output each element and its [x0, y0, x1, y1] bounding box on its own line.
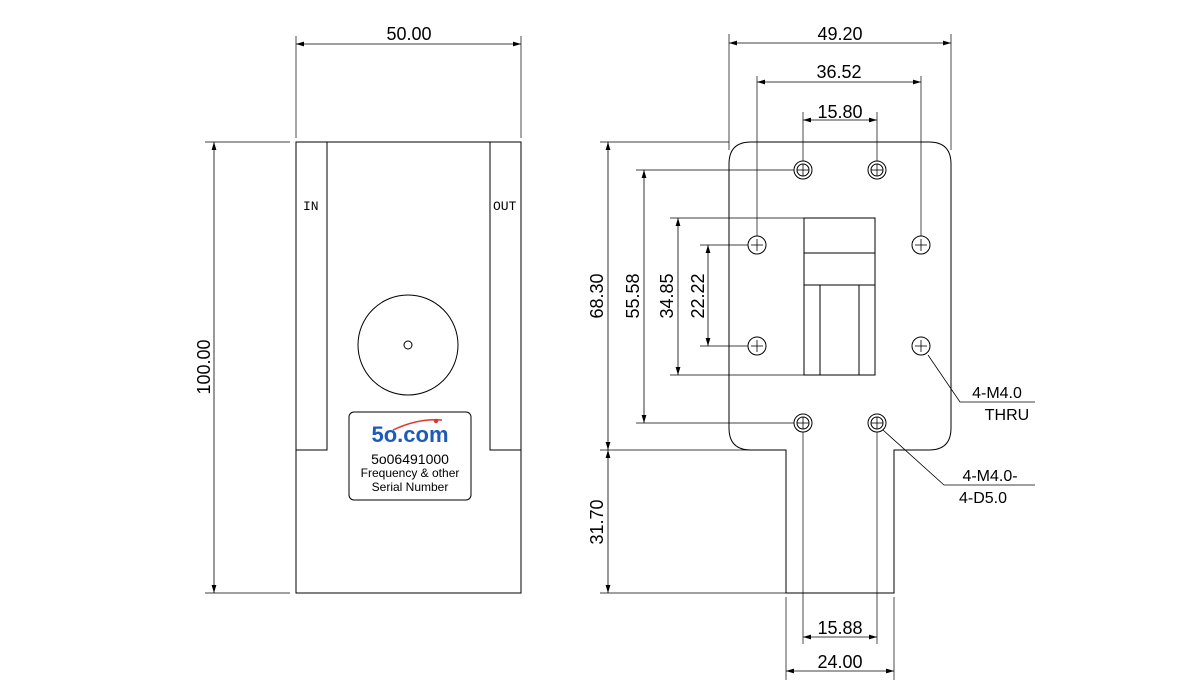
note-depth-1: 4-M4.0- [962, 468, 1017, 485]
dim-holes-outer: 36.52 [816, 62, 861, 82]
logo-dot [433, 418, 439, 424]
mount-hole-top-right [867, 160, 887, 180]
front-body-outline [295, 141, 522, 594]
product-label: 5o.com 5o06491000 Frequency & other Seri… [348, 411, 472, 501]
part-number: 5o06491000 [371, 451, 449, 467]
dim-lower: 31.70 [587, 499, 607, 544]
note-thru-1: 4-M4.0 [972, 385, 1022, 402]
dim-holes-inner-vertical: 22.22 [688, 273, 708, 318]
dim-front-height: 100.00 [194, 339, 214, 394]
dim-waveguide-height: 34.85 [657, 273, 677, 318]
label-line-2: Serial Number [372, 480, 449, 494]
in-port-slot [296, 142, 328, 451]
logo-swoosh [392, 418, 443, 431]
note-thru-2: THRU [985, 407, 1029, 424]
leader-depth [882, 429, 1035, 486]
mount-hole-bottom-right [867, 413, 887, 433]
waveguide-aperture [803, 217, 876, 376]
note-depth-2: 4-D5.0 [959, 490, 1007, 507]
front-view: IN OUT 5o.com 5o06491000 Frequency & oth… [194, 24, 522, 594]
logo-text: 5o.com [371, 422, 448, 447]
tuning-screw-center [403, 340, 413, 350]
thru-hole-right-lower [911, 336, 931, 356]
mount-hole-bottom-left [793, 413, 813, 433]
label-plate [348, 411, 472, 501]
flange-outline [728, 141, 952, 594]
mount-hole-top-left [793, 160, 813, 180]
dim-holes-vertical: 55.58 [623, 273, 643, 318]
out-port-slot [489, 142, 521, 451]
dim-flange-height: 68.30 [587, 273, 607, 318]
dim-top-width: 49.20 [817, 24, 862, 44]
side-view: 49.20 36.52 15.80 68.30 31.70 55.58 34.8… [587, 24, 1035, 680]
dim-front-width: 50.00 [386, 24, 431, 44]
thru-hole-left-upper [747, 235, 767, 255]
label-line-1: Frequency & other [361, 466, 460, 480]
dim-bottom-inner: 15.88 [817, 618, 862, 638]
thru-hole-left-lower [747, 336, 767, 356]
tuning-disc [357, 294, 459, 396]
thru-hole-right-upper [911, 235, 931, 255]
dim-bottom-width: 24.00 [817, 652, 862, 672]
leader-thru [927, 354, 1035, 403]
in-port-label: IN [303, 199, 319, 214]
out-port-label: OUT [493, 199, 517, 214]
dim-holes-inner: 15.80 [817, 102, 862, 122]
